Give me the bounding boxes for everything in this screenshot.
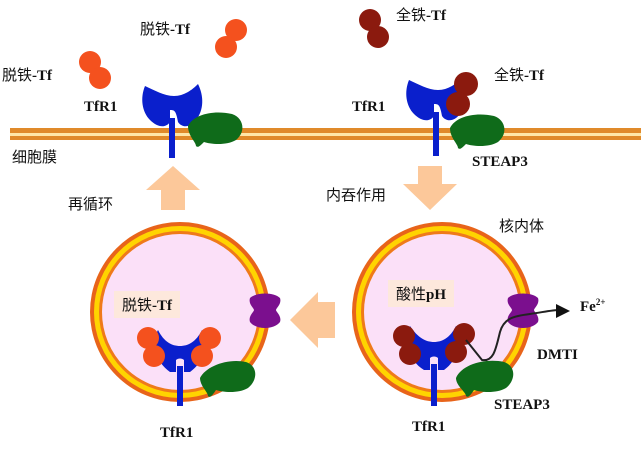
holo-tf-free-top: [359, 9, 389, 48]
tfr1-receptor-left: [142, 84, 203, 158]
label-apo-tf-top: 脱铁-Tf: [140, 20, 191, 38]
label-steap3-membrane: STEAP3: [472, 154, 528, 170]
label-tfr1-left: TfR1: [84, 99, 118, 115]
endocytosis-arrow: [403, 166, 457, 210]
label-recycle: 再循环: [68, 195, 114, 213]
label-dmt1: DMTI: [537, 347, 578, 363]
transition-arrow: [290, 292, 335, 348]
label-cell-membrane: 细胞膜: [12, 148, 58, 166]
steap3-vesicle: [200, 360, 256, 397]
dmt1-endosome: [507, 293, 539, 328]
label-tfr1-endosome: TfR1: [412, 419, 446, 435]
holo-tf-endosome-right: [445, 323, 475, 363]
holo-tf-bound: [446, 72, 478, 116]
steap3-right: [450, 114, 505, 149]
label-holo-tf-bound: 全铁-Tf: [494, 66, 545, 84]
dmt1-vesicle: [249, 293, 281, 328]
label-holo-tf-top: 全铁-Tf: [396, 6, 447, 24]
label-tfr1-vesicle: TfR1: [160, 425, 194, 441]
label-endocytosis: 内吞作用: [326, 186, 387, 204]
cell-membrane: [10, 128, 641, 140]
label-acidic-ph: 酸性pH: [388, 280, 455, 307]
apo-tf-vesicle-left: [137, 327, 165, 367]
steap3-left: [188, 112, 243, 147]
iron-export-arrowhead: [556, 304, 570, 318]
label-steap3-endosome: STEAP3: [494, 397, 550, 413]
endosome: [352, 222, 532, 402]
iron-transport-path: [465, 309, 561, 362]
apo-tf-free-left: [79, 51, 111, 89]
label-fe2: Fe2+: [580, 297, 606, 315]
label-apo-tf-left: 脱铁-Tf: [2, 66, 53, 84]
holo-tf-endosome-left: [393, 325, 421, 365]
steap3-endosome: [456, 360, 514, 397]
label-apo-tf-vesicle: 脱铁-Tf: [114, 291, 181, 318]
label-tfr1-right: TfR1: [352, 99, 386, 115]
apo-tf-vesicle-right: [191, 327, 221, 367]
label-endosome: 核内体: [499, 217, 545, 235]
apo-tf-free-top: [215, 19, 247, 58]
recycle-arrow: [146, 166, 200, 210]
